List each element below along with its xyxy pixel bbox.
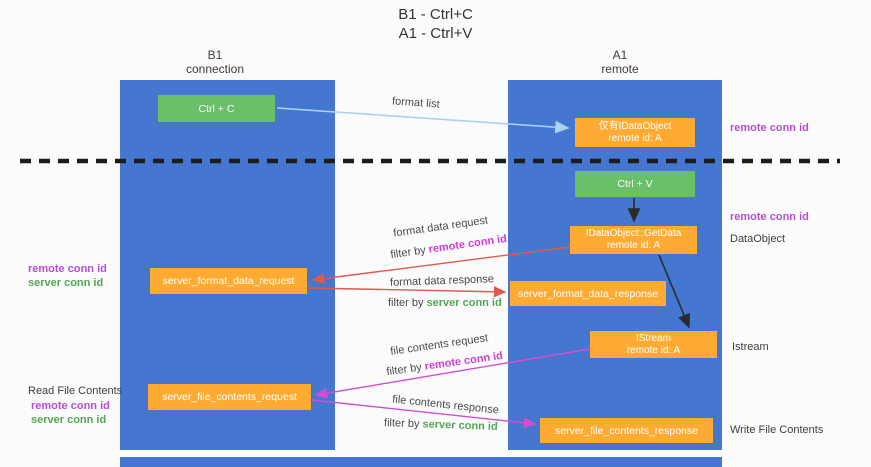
file-response-label: server_file_contents_response [554, 424, 698, 437]
node-server-format-data-response: server_format_data_response [510, 281, 666, 306]
lane-header-a1: A1 remote [565, 48, 675, 76]
lane-a1-name: A1 [612, 48, 628, 62]
getdata-line2: remote id: A [606, 240, 661, 251]
node-dataobject-only: 仅有IDataObject remote id: A [575, 118, 695, 147]
diagram-title: B1 - Ctrl+C A1 - Ctrl+V [0, 5, 871, 43]
lane-a1-role: remote [601, 62, 639, 76]
format-list-arrow [276, 107, 570, 134]
file-contents-request-arrow [314, 348, 591, 399]
ctrl-v-label: Ctrl + V [617, 178, 653, 190]
right-write-file-contents-label: Write File Contents [730, 424, 824, 436]
bottom-strip [120, 457, 722, 467]
left-server-conn-id-bottom: server conn id [31, 414, 107, 426]
node-ctrl-v: Ctrl + V [575, 171, 695, 197]
istream-line1: IStream [635, 332, 671, 344]
server-conn-id-text: server conn id [422, 418, 498, 433]
format-data-request-arrow [311, 246, 571, 285]
left-server-conn-id-top: server conn id [28, 277, 104, 289]
left-remote-conn-id-top: remote conn id [28, 263, 107, 275]
lane-b1-role: connection [185, 62, 245, 76]
right-dataobject-label: DataObject [730, 233, 786, 245]
filter-by-text: filter by [388, 297, 427, 309]
getdata-to-istream-arrow [658, 254, 690, 329]
dataobject-only-line1: 仅有IDataObject [598, 120, 672, 132]
node-ctrl-c: Ctrl + C [158, 95, 275, 122]
node-istream: IStream remote id: A [590, 331, 717, 358]
server-conn-id-text: server conn id [426, 297, 502, 309]
file-request-label: server_file_contents_request [162, 391, 297, 403]
ctrl-c-label: Ctrl + C [198, 102, 235, 115]
filter-by-text: filter by [383, 417, 423, 431]
format-response-label: server_format_data_response [517, 287, 659, 300]
lane-b1-name: B1 [207, 48, 223, 62]
file-contents-response-arrow [311, 399, 537, 429]
title-line-2: A1 - Ctrl+V [398, 25, 473, 42]
right-remote-conn-id-top: remote conn id [730, 122, 809, 134]
left-remote-conn-id-bottom: remote conn id [31, 400, 110, 412]
lane-header-b1: B1 connection [160, 48, 270, 76]
title-line-1: B1 - Ctrl+C [398, 6, 473, 23]
istream-line2: remote id: A [626, 344, 681, 356]
node-server-file-contents-request: server_file_contents_request [148, 384, 311, 410]
right-remote-conn-id-mid: remote conn id [730, 211, 809, 223]
format-request-label: server_format_data_request [162, 275, 295, 287]
node-getdata: IDataObject::GetData remote id: A [570, 226, 697, 254]
dataobject-only-line2: remote id: A [608, 132, 662, 144]
node-server-file-contents-response: server_file_contents_response [540, 418, 713, 443]
right-istream-label: Istream [732, 341, 769, 353]
format-data-response-arrow [307, 286, 507, 298]
node-server-format-data-request: server_format_data_request [150, 268, 307, 294]
getdata-line1: IDataObject::GetData [585, 228, 682, 239]
left-read-file-contents-label: Read File Contents [28, 385, 123, 397]
format-data-response-filter: filter by server conn id [388, 297, 502, 309]
